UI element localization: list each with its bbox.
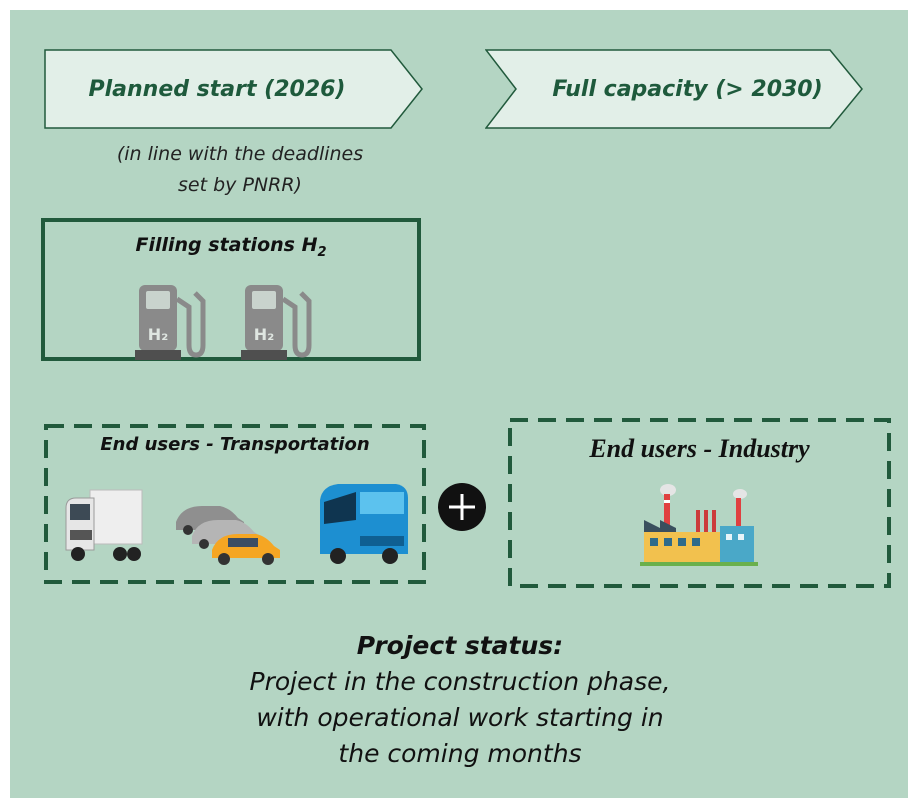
pump-h2-text: H₂ <box>254 325 274 344</box>
phase-label-full-capacity: Full capacity (> 2030) <box>552 76 823 102</box>
project-status: Project status: Project in the construct… <box>100 628 820 772</box>
truck-icon <box>65 489 143 561</box>
hydrogen-pump-icon: H₂ <box>133 277 213 366</box>
deadline-note: (in line with the deadlines set by PNRR) <box>70 139 410 201</box>
phase-chevron-planned-start: Planned start (2026) <box>44 49 424 129</box>
industry-title: End users - Industry <box>589 434 810 463</box>
project-status-line1: Project in the construction phase, <box>249 667 671 696</box>
pump-h2-text: H₂ <box>148 325 168 344</box>
phase-chevron-full-capacity: Full capacity (> 2030) <box>485 49 865 129</box>
deadline-note-line2: set by PNRR) <box>178 174 302 196</box>
project-status-line3: the coming months <box>338 739 582 768</box>
diagram-panel <box>10 10 908 798</box>
transportation-title: End users - Transportation <box>100 434 370 455</box>
phase-label-planned-start: Planned start (2026) <box>88 76 346 102</box>
factory-icon <box>640 484 758 566</box>
end-users-industry-box: End users - Industry <box>508 418 891 588</box>
deadline-note-line1: (in line with the deadlines <box>116 143 364 165</box>
cars-icon <box>176 506 280 565</box>
plus-icon <box>438 483 486 531</box>
filling-stations-title: Filling stations H2 <box>135 234 327 260</box>
filling-stations-box: Filling stations H2 H₂ H₂ <box>41 218 421 361</box>
hydrogen-pump-icon: H₂ <box>239 277 319 366</box>
end-users-transportation-box: End users - Transportation <box>44 424 426 584</box>
project-status-line2: with operational work starting in <box>256 703 664 732</box>
bus-icon <box>320 484 408 564</box>
project-status-title: Project status: <box>356 631 564 660</box>
